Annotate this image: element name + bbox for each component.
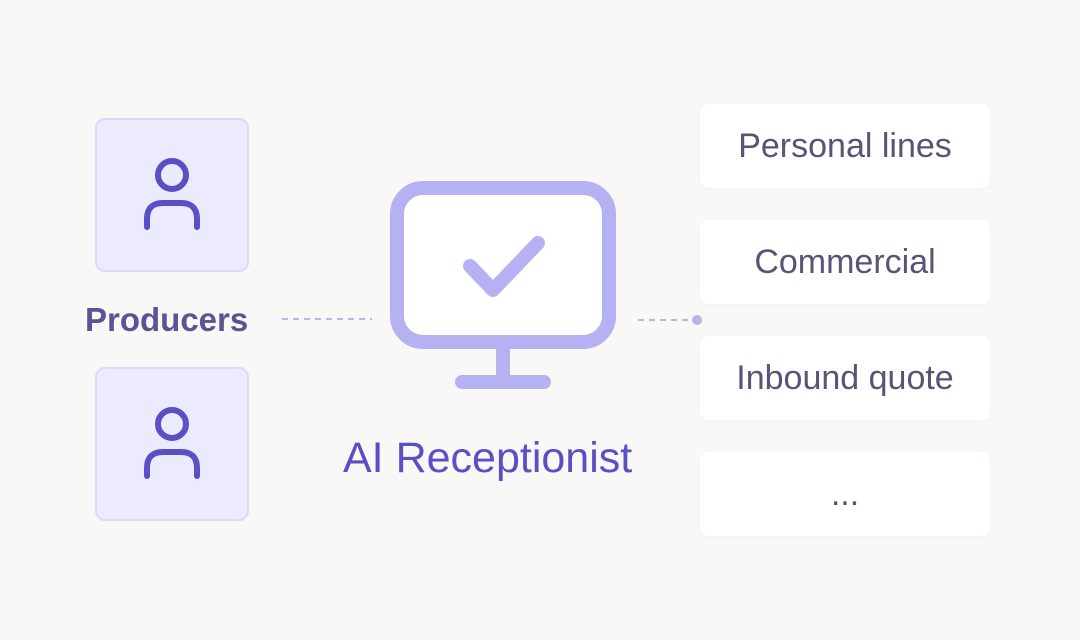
category-personal-lines: Personal lines (700, 104, 990, 188)
category-more: ... (700, 452, 990, 536)
connector-dot (692, 315, 702, 325)
producer-card-1 (95, 118, 249, 272)
category-inbound-quote: Inbound quote (700, 336, 990, 420)
person-icon (144, 158, 200, 230)
ai-receptionist-label: AI Receptionist (343, 434, 633, 482)
person-icon (144, 407, 200, 479)
category-commercial: Commercial (700, 220, 990, 304)
monitor-check-icon (390, 181, 616, 389)
producer-card-2 (95, 367, 249, 521)
producers-label: Producers (85, 301, 249, 338)
